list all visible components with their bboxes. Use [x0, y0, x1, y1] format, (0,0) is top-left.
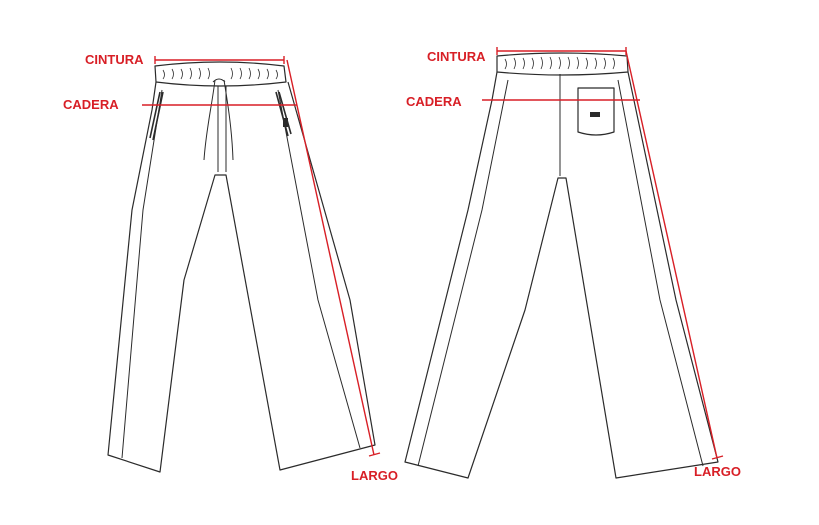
back-side-stripe: [417, 79, 704, 467]
back-waist-label: CINTURA: [427, 49, 486, 64]
back-body-outline: [404, 71, 719, 479]
back-waistband-gathers: [504, 56, 615, 70]
front-waistband-gathers: [162, 67, 278, 80]
front-length-measure-line: [286, 59, 375, 456]
back-length-tick-bottom: [711, 455, 724, 460]
front-waist-label: CINTURA: [85, 52, 144, 67]
front-label-tab: [283, 118, 288, 127]
back-length-label: LARGO: [694, 464, 741, 479]
back-pocket-label: [590, 112, 600, 117]
front-right-pocket: [275, 91, 292, 137]
front-length-label: LARGO: [351, 468, 398, 483]
front-length-tick-bottom: [368, 452, 381, 457]
back-measurements: [482, 47, 724, 460]
front-drawcord: [203, 78, 234, 161]
front-hip-label: CADERA: [63, 97, 119, 112]
back-hip-label: CADERA: [406, 94, 462, 109]
back-length-measure-line: [625, 50, 718, 459]
front-waistband: [154, 61, 287, 87]
front-side-stripe: [121, 89, 361, 459]
back-pocket: [577, 87, 615, 136]
front-fly: [217, 86, 227, 172]
front-pants: [107, 61, 376, 473]
back-pants: [404, 52, 719, 479]
front-body-outline: [107, 81, 376, 473]
front-left-pocket: [149, 91, 164, 141]
front-measurements: [142, 56, 381, 457]
back-waistband: [496, 52, 629, 76]
